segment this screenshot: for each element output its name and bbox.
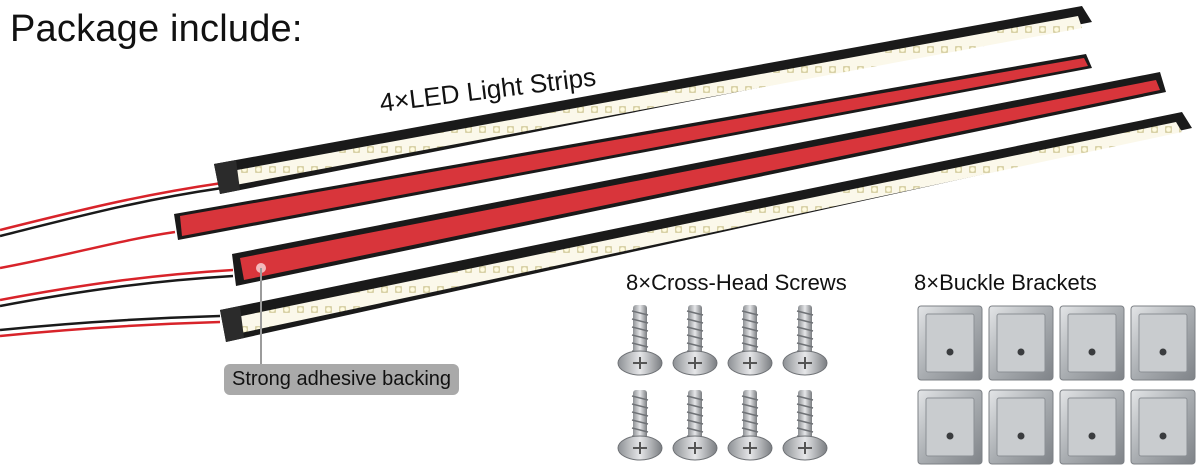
bracket-icon (917, 389, 983, 465)
adhesive-callout: Strong adhesive backing (224, 364, 460, 395)
screw-icon (617, 305, 663, 376)
screw-icon (617, 390, 663, 461)
screw-icon (782, 390, 828, 461)
led-strip-2 (220, 112, 1192, 342)
screw-icon (672, 305, 718, 376)
bracket-icon (988, 305, 1054, 381)
adhesive-strip-1 (174, 54, 1092, 240)
bracket-icon (1130, 389, 1196, 465)
led-strip-1 (214, 6, 1092, 194)
screws (617, 305, 828, 461)
bracket-icon (1130, 305, 1196, 381)
bracket-icon (917, 305, 983, 381)
page-title: Package include: (10, 8, 303, 50)
brackets (917, 305, 1196, 465)
screw-icon (727, 305, 773, 376)
wires (0, 181, 234, 338)
screws-label: 8×Cross-Head Screws (626, 270, 847, 295)
adhesive-strip-2 (232, 72, 1166, 286)
screw-icon (727, 390, 773, 461)
bracket-icon (988, 389, 1054, 465)
screw-icon (782, 305, 828, 376)
bracket-icon (1059, 389, 1125, 465)
screw-icon (672, 390, 718, 461)
brackets-label: 8×Buckle Brackets (914, 270, 1097, 295)
bracket-icon (1059, 305, 1125, 381)
